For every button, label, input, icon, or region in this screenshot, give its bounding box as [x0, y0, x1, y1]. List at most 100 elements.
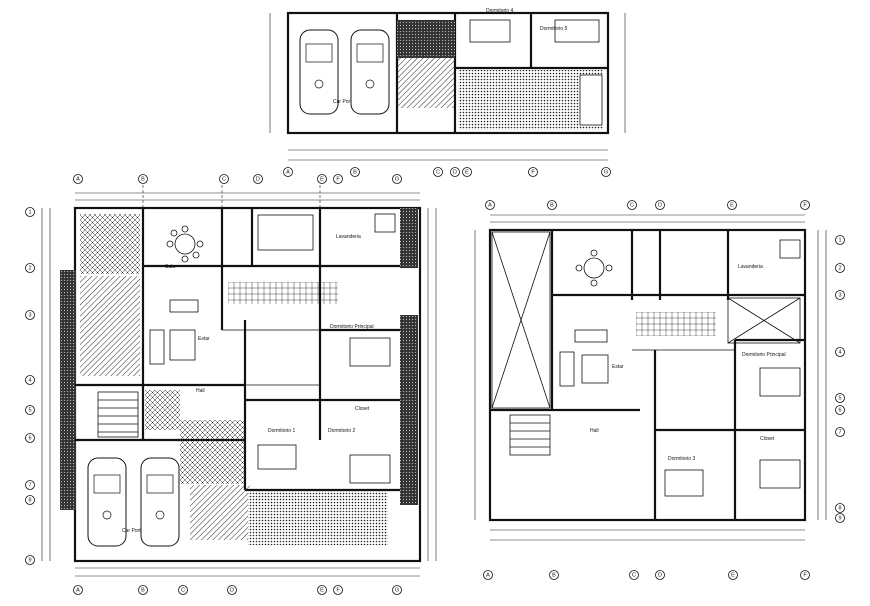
svg-text:E: E: [730, 202, 734, 208]
svg-text:2: 2: [28, 265, 31, 271]
svg-text:A: A: [286, 169, 290, 175]
dining-table-icon: [166, 225, 204, 263]
room-label: Dormitorio Principal: [330, 324, 374, 330]
car-icon: [299, 29, 339, 115]
grid-bubble: 7: [835, 427, 845, 437]
bed-icon: [759, 459, 801, 489]
svg-text:E: E: [731, 572, 735, 578]
top-floor-plan: Dormitorio 4 Dormitorio 5 Car Port: [269, 8, 626, 161]
svg-text:3: 3: [28, 312, 31, 318]
svg-text:6: 6: [28, 435, 31, 441]
svg-text:A: A: [76, 587, 80, 593]
room-label: Dormitorio 3: [668, 456, 695, 462]
bed-icon: [469, 19, 511, 43]
sofa-icon: [574, 329, 608, 343]
car-icon: [140, 457, 180, 547]
grid-bubble: C: [433, 167, 443, 177]
svg-text:D: D: [658, 572, 662, 578]
svg-text:A: A: [488, 202, 492, 208]
svg-text:B: B: [141, 176, 145, 182]
grid-bubble: 5: [25, 405, 35, 415]
sofa-icon: [149, 329, 165, 365]
grid-bubbles-left-top: A B C D E F G: [73, 174, 402, 184]
room-label: Dormitorio 2: [328, 428, 355, 434]
svg-text:8: 8: [28, 497, 31, 503]
room-label: Closet: [760, 436, 775, 442]
svg-text:G: G: [604, 169, 608, 175]
grid-bubble: E: [727, 200, 737, 210]
grid-bubble: 1: [25, 207, 35, 217]
grid-bubble: E: [317, 174, 327, 184]
grid-bubble: G: [601, 167, 611, 177]
grid-bubble: G: [392, 585, 402, 595]
grid-bubble: C: [629, 570, 639, 580]
grid-bubble: D: [655, 200, 665, 210]
svg-text:A: A: [76, 176, 80, 182]
svg-text:D: D: [230, 587, 234, 593]
room-label: Dormitorio 4: [486, 8, 513, 14]
grid-bubble: A: [483, 570, 493, 580]
grid-bubble: B: [547, 200, 557, 210]
grid-bubble: 8: [835, 503, 845, 513]
svg-text:E: E: [320, 176, 324, 182]
car-icon: [87, 457, 127, 547]
svg-text:D: D: [453, 169, 457, 175]
bed-icon: [257, 214, 314, 251]
grid-bubble: 9: [25, 555, 35, 565]
svg-text:D: D: [658, 202, 662, 208]
grid-bubble: F: [333, 174, 343, 184]
grid-bubble: 4: [835, 347, 845, 357]
sofa-icon: [581, 354, 609, 384]
bed-icon: [664, 469, 704, 497]
stairs-icon: [97, 391, 139, 438]
svg-text:5: 5: [28, 407, 31, 413]
bed-icon: [554, 19, 600, 43]
stove-icon: [779, 239, 801, 259]
room-label: Closet: [355, 406, 370, 412]
grid-bubbles-left-rows: 1 2 3 4 5 6 7 8 9: [25, 207, 35, 565]
room-label: Lavanderia: [336, 234, 361, 240]
svg-text:B: B: [353, 169, 357, 175]
grid-bubble: B: [549, 570, 559, 580]
dining-table-icon: [575, 249, 613, 287]
svg-text:7: 7: [28, 482, 31, 488]
svg-text:G: G: [395, 176, 399, 182]
bed-icon: [349, 454, 391, 484]
svg-text:F: F: [803, 572, 807, 578]
grid-bubble: A: [485, 200, 495, 210]
svg-text:B: B: [550, 202, 554, 208]
room-label: Hall: [590, 428, 599, 434]
grid-bubble: D: [253, 174, 263, 184]
svg-text:4: 4: [838, 349, 841, 355]
svg-text:4: 4: [28, 377, 31, 383]
grid-bubble: F: [800, 570, 810, 580]
svg-text:9: 9: [838, 515, 841, 521]
grid-bubble: A: [283, 167, 293, 177]
svg-text:E: E: [320, 587, 324, 593]
car-icon: [350, 29, 390, 115]
grid-bubble: 5: [835, 393, 845, 403]
room-label: Estar: [198, 336, 210, 342]
sofa-icon: [169, 329, 196, 361]
svg-text:8: 8: [838, 505, 841, 511]
svg-text:F: F: [531, 169, 535, 175]
svg-text:3: 3: [838, 292, 841, 298]
grid-bubble: B: [138, 585, 148, 595]
svg-text:E: E: [465, 169, 469, 175]
sofa-icon: [169, 299, 199, 313]
grid-bubble: 1: [835, 235, 845, 245]
svg-text:F: F: [336, 176, 340, 182]
room-label: Car Port: [333, 99, 352, 105]
grid-bubble: C: [627, 200, 637, 210]
svg-text:F: F: [336, 587, 340, 593]
svg-text:C: C: [181, 587, 185, 593]
grid-bubble: 6: [835, 405, 845, 415]
grid-bubble: 3: [25, 310, 35, 320]
grid-bubbles-left-bottom: A B C D E F G: [73, 585, 402, 595]
svg-text:G: G: [395, 587, 399, 593]
svg-text:D: D: [256, 176, 260, 182]
grid-bubble: A: [73, 585, 83, 595]
room-label: Dormitorio Principal: [742, 352, 786, 358]
grid-bubble: 2: [25, 263, 35, 273]
grid-bubble: 9: [835, 513, 845, 523]
